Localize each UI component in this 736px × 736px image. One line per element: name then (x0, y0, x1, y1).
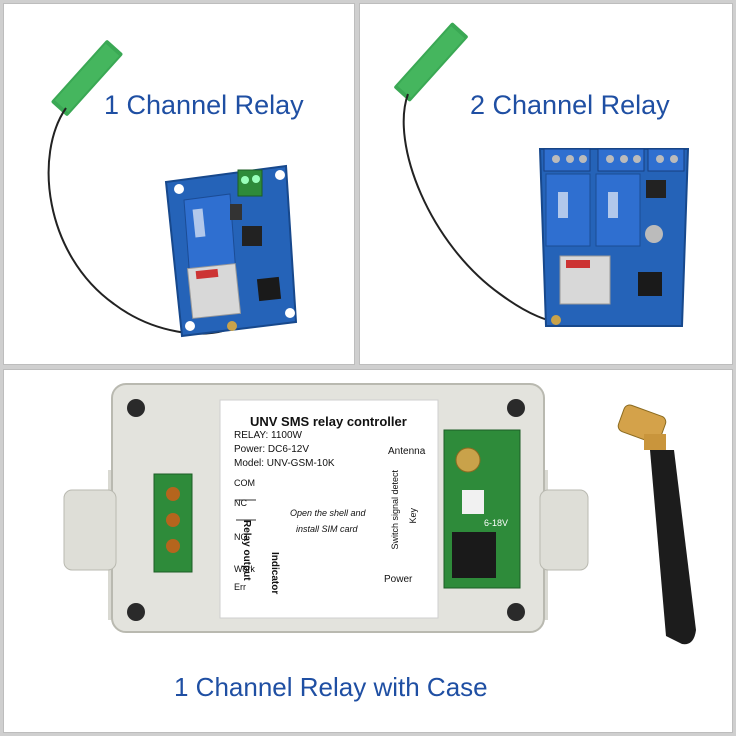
sticker-install-sim-text: install SIM card (296, 524, 358, 534)
relay-case-photo (63, 383, 696, 645)
pcb-voltage-label: 6-18V (484, 518, 509, 528)
external-antenna (617, 404, 696, 645)
panel-two-channel-relay: 2 Channel Relay (359, 3, 733, 365)
sticker-key-label: Key (408, 508, 418, 524)
panel-title: 1 Channel Relay with Case (174, 672, 488, 702)
antenna-cable (402, 93, 561, 323)
info-sticker (219, 399, 439, 619)
one-channel-relay-photo (47, 40, 298, 338)
sticker-indicator-label: Indicator (269, 552, 280, 595)
sticker-com-label: COM (234, 478, 255, 488)
flex-antenna (394, 22, 468, 102)
sticker-nc-label: NC (234, 498, 247, 508)
relay-board (538, 148, 690, 327)
sticker-err-label: Err (234, 582, 246, 592)
sticker-relay-rating: RELAY: 1100W (234, 430, 302, 441)
panel-one-channel-relay: 1 Channel Relay (3, 3, 355, 365)
sticker-model: Model: UNV-GSM-10K (234, 458, 335, 469)
sticker-power-label: Power (384, 574, 413, 585)
flex-antenna (51, 40, 123, 116)
sticker-relay-output-label: Relay output (241, 520, 252, 581)
relay-board (164, 164, 298, 338)
sticker-open-shell-text: Open the shell and (290, 508, 366, 518)
sticker-work-label: Work (234, 564, 255, 574)
panel-relay-with-case: UNV SMS relay controller RELAY: 1100W Po… (3, 369, 733, 733)
sticker-switch-signal-label: Switch signal detect (390, 470, 400, 550)
panel-title: 1 Channel Relay (104, 90, 304, 120)
panel-title: 2 Channel Relay (470, 90, 670, 120)
sticker-no-label: NO (234, 532, 248, 542)
sticker-power-rating: Power: DC6-12V (234, 444, 310, 455)
two-channel-relay-photo (394, 22, 690, 327)
sticker-heading: UNV SMS relay controller (250, 414, 407, 429)
sticker-antenna-label: Antenna (388, 446, 426, 457)
